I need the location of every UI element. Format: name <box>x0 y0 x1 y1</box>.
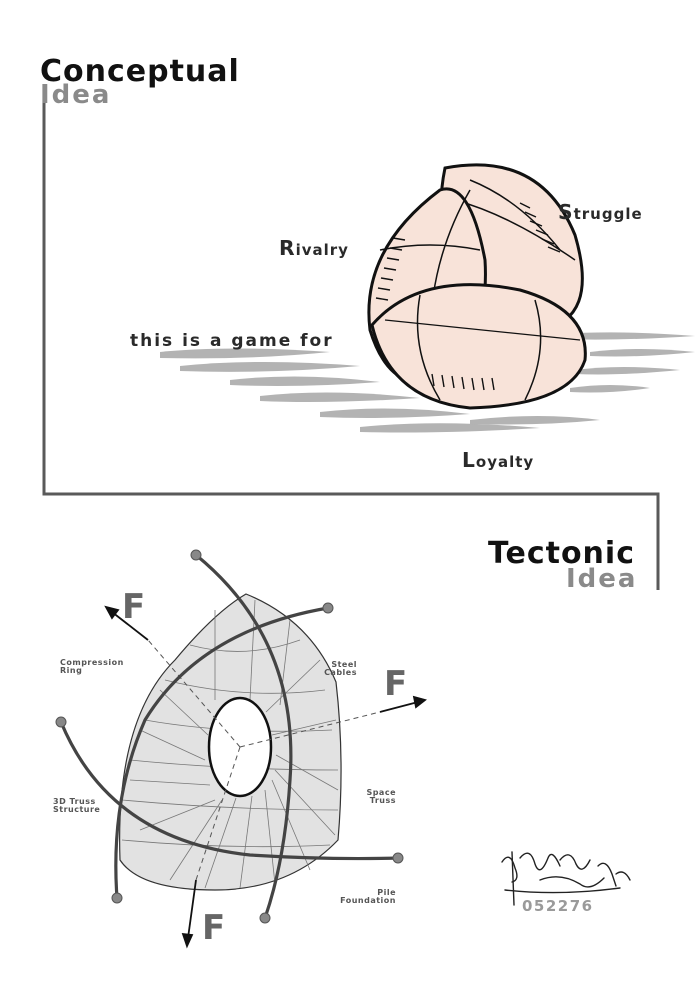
label-rivalry: Rivalry <box>279 236 349 260</box>
label-struggle: Struggle <box>558 200 643 224</box>
force-label-upper-left: F <box>122 587 146 627</box>
label-steel-cables: Steel Cables <box>324 660 357 677</box>
force-label-bottom: F <box>202 908 226 948</box>
label-3d-truss: 3D Truss Structure <box>53 797 101 814</box>
label-compression-ring: Compression Ring <box>60 658 124 675</box>
tectonic-subtitle: Idea <box>566 564 638 594</box>
label-phrase: this is a game for <box>130 331 334 351</box>
conceptual-title: Conceptual <box>40 54 240 89</box>
label-loyalty: Loyalty <box>462 448 535 472</box>
force-label-right: F <box>384 664 408 704</box>
tectonic-title: Tectonic <box>488 536 635 571</box>
label-pile-foundation: Pile Foundation <box>340 888 396 905</box>
label-space-truss: Space Truss <box>366 788 396 805</box>
conceptual-subtitle: Idea <box>40 80 112 110</box>
signature-number: 052276 <box>522 897 594 915</box>
